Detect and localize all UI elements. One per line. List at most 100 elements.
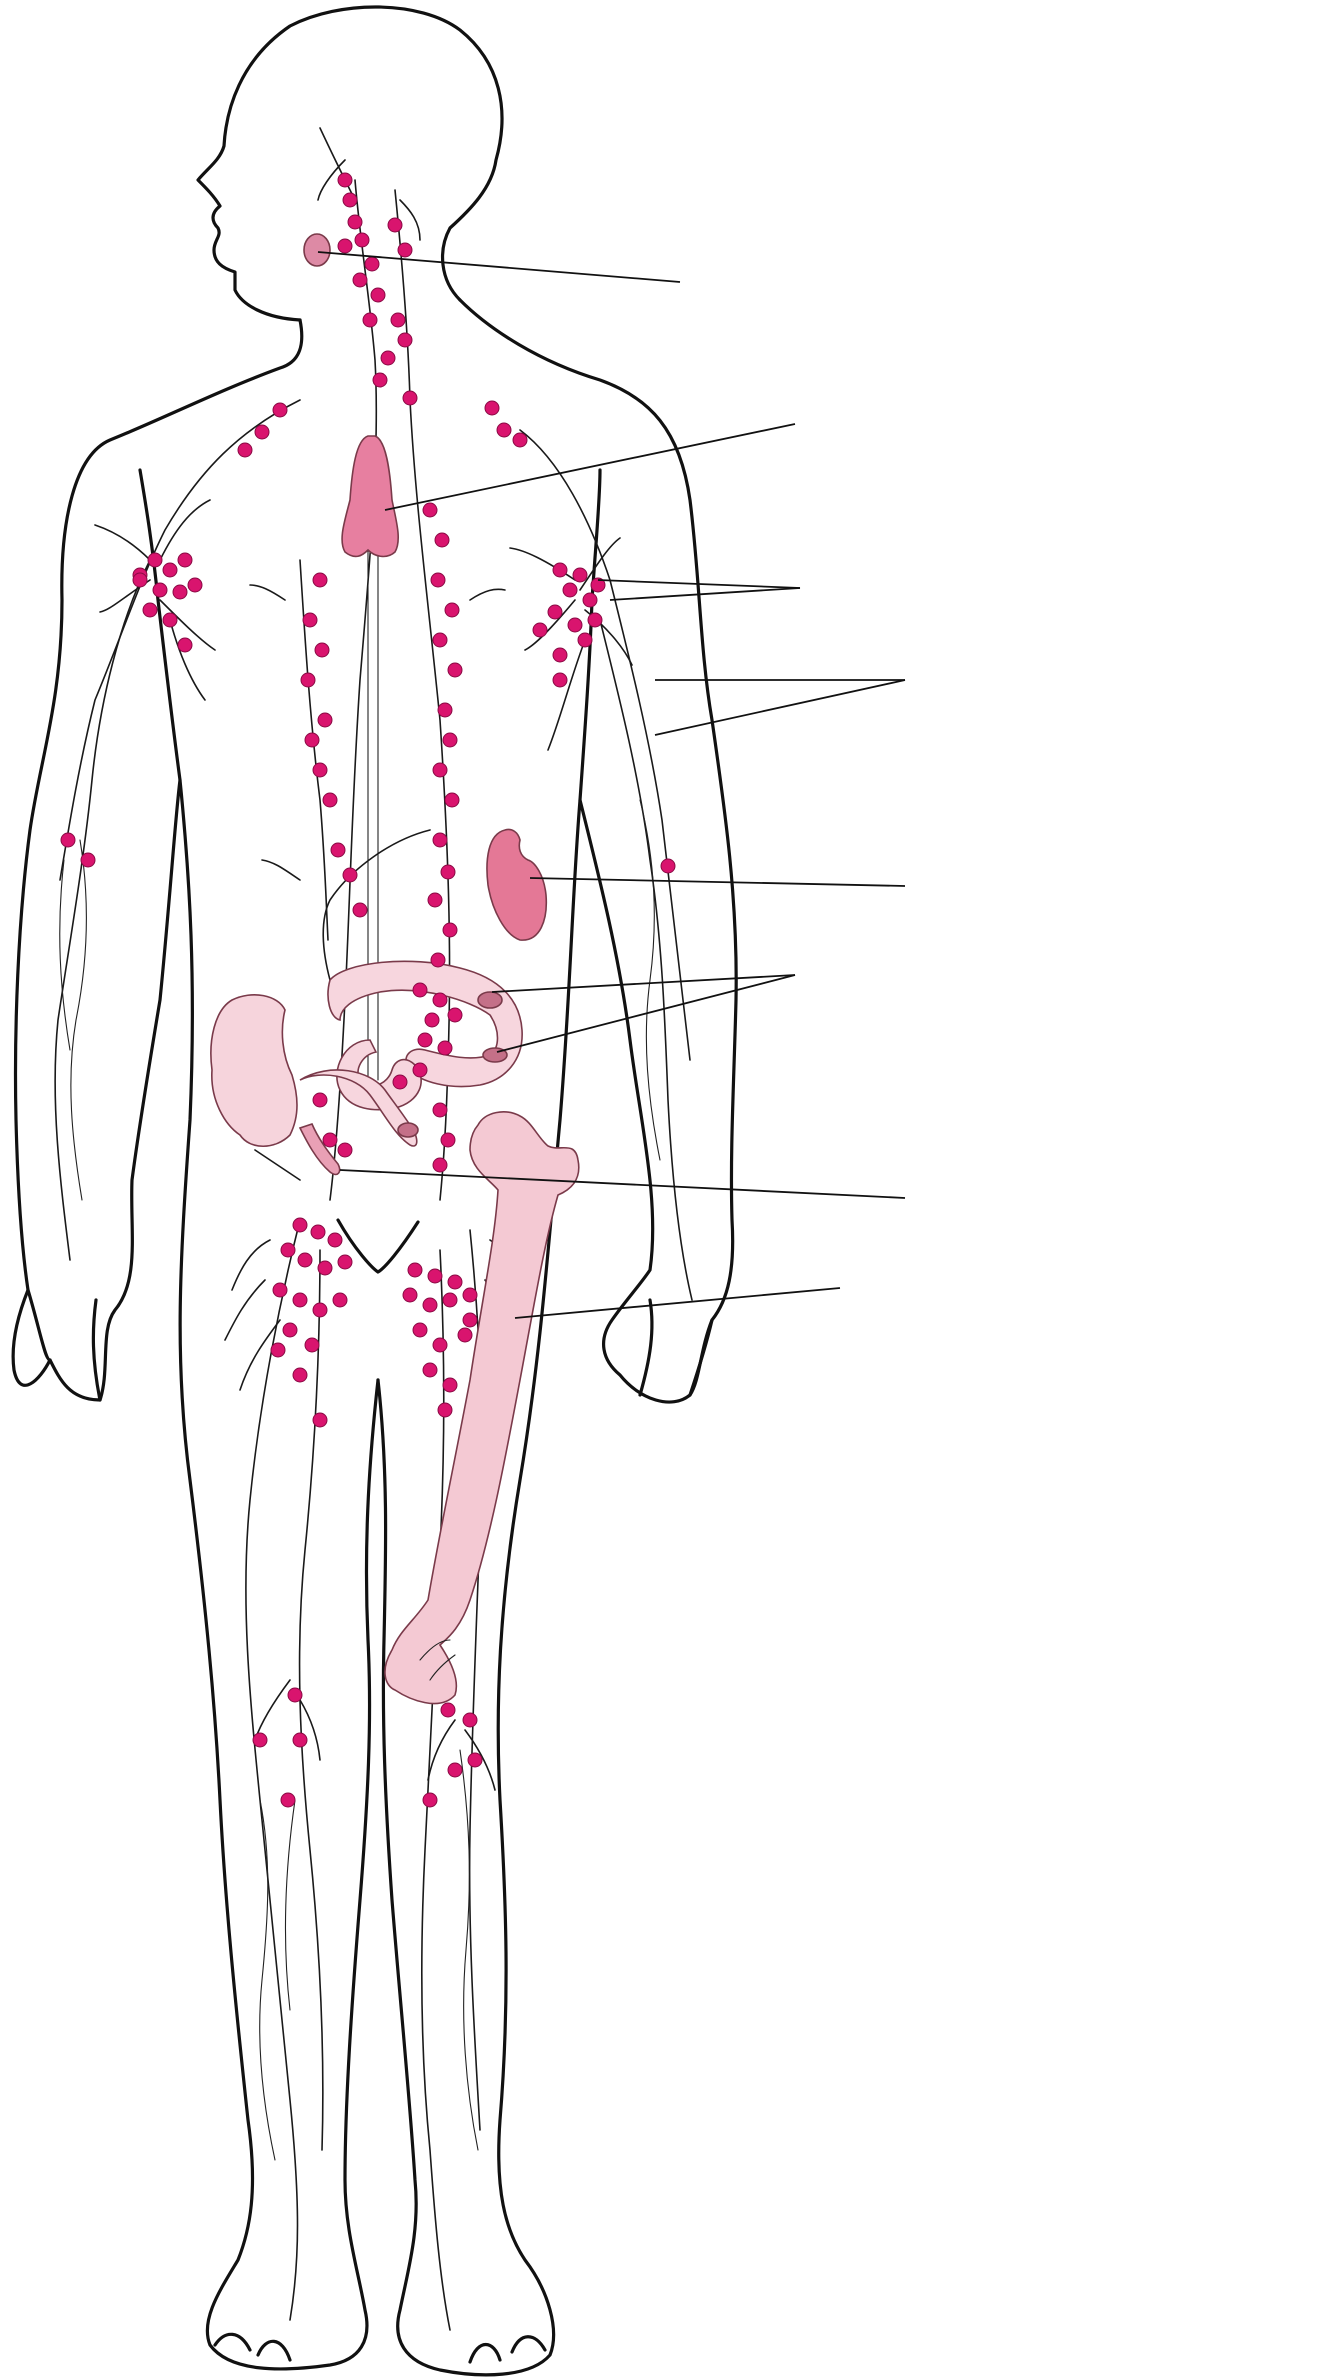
lymph-node xyxy=(330,842,346,858)
lymph-node xyxy=(496,422,512,438)
lymph-node xyxy=(430,952,446,968)
lymph-node xyxy=(362,312,378,328)
lymph-node xyxy=(447,662,463,678)
leader-peyer-a xyxy=(491,974,796,993)
peyer-patch xyxy=(397,1122,419,1138)
lymph-node xyxy=(440,1702,456,1718)
lymph-node xyxy=(422,1792,438,1808)
lymph-node xyxy=(322,792,338,808)
lymph-node xyxy=(590,577,606,593)
leader-axillary-b xyxy=(609,587,801,601)
lymph-node xyxy=(422,502,438,518)
lymph-node xyxy=(292,1217,308,1233)
lymph-node xyxy=(177,552,193,568)
lymph-node xyxy=(422,1362,438,1378)
lymph-node xyxy=(447,1762,463,1778)
leader-lines xyxy=(317,251,906,1319)
cecum-shape xyxy=(210,994,298,1147)
lymph-node xyxy=(312,572,328,588)
lymph-node xyxy=(297,1252,313,1268)
lymph-node xyxy=(327,1232,343,1248)
lymph-node xyxy=(252,1732,268,1748)
leader-appendix xyxy=(339,1169,906,1199)
lymph-node xyxy=(462,1712,478,1728)
tonsil-shape xyxy=(303,233,331,267)
lymph-node xyxy=(572,567,588,583)
lymph-node xyxy=(434,532,450,548)
lymph-node xyxy=(562,582,578,598)
lymph-node xyxy=(432,762,448,778)
lymph-node xyxy=(292,1367,308,1383)
lymph-node xyxy=(444,602,460,618)
lymph-node xyxy=(432,1157,448,1173)
lymph-node xyxy=(417,1032,433,1048)
lymph-node xyxy=(332,1292,348,1308)
lymph-node xyxy=(577,632,593,648)
lymph-node xyxy=(587,612,603,628)
leader-axillary-a xyxy=(597,579,801,589)
lymph-node xyxy=(444,792,460,808)
lymph-node xyxy=(430,572,446,588)
lymph-node xyxy=(660,858,676,874)
lymph-node xyxy=(412,1322,428,1338)
lymph-node xyxy=(354,232,370,248)
lymph-node xyxy=(582,592,598,608)
lymph-node xyxy=(292,1732,308,1748)
lymph-node xyxy=(397,332,413,348)
lymph-node xyxy=(552,647,568,663)
lymph-node xyxy=(352,902,368,918)
lymph-node xyxy=(280,1792,296,1808)
lymph-node xyxy=(272,402,288,418)
lymph-node xyxy=(304,1337,320,1353)
lymph-node xyxy=(337,238,353,254)
lymph-node xyxy=(187,577,203,593)
lymph-node xyxy=(552,672,568,688)
lymph-node xyxy=(237,442,253,458)
lymph-node xyxy=(467,1752,483,1768)
lymph-node xyxy=(364,256,380,272)
lymph-node xyxy=(442,1292,458,1308)
leader-spleen xyxy=(529,877,906,887)
lymph-node xyxy=(457,1327,473,1343)
lymph-node xyxy=(424,1012,440,1028)
lymph-node xyxy=(440,1132,456,1148)
organs xyxy=(210,233,580,1705)
thymus-shape xyxy=(341,435,399,558)
lymph-node xyxy=(272,1282,288,1298)
lymph-node xyxy=(462,1312,478,1328)
lymph-node xyxy=(437,1402,453,1418)
lymph-node xyxy=(312,762,328,778)
lymph-node xyxy=(397,242,413,258)
lymph-node xyxy=(440,864,456,880)
lymph-node xyxy=(337,1254,353,1270)
lymph-node xyxy=(370,287,386,303)
lymph-node xyxy=(442,922,458,938)
lymph-node xyxy=(412,982,428,998)
lymph-node xyxy=(412,1062,428,1078)
lymph-node xyxy=(342,867,358,883)
lymph-node xyxy=(147,552,163,568)
lymph-node xyxy=(422,1297,438,1313)
lymph-node xyxy=(282,1322,298,1338)
lymph-node xyxy=(372,372,388,388)
lymph-node xyxy=(310,1224,326,1240)
lymph-node xyxy=(402,1287,418,1303)
lymph-node xyxy=(292,1292,308,1308)
lymph-node xyxy=(317,1260,333,1276)
lymph-node xyxy=(347,214,363,230)
lymph-node xyxy=(392,1074,408,1090)
lymph-node xyxy=(337,1142,353,1158)
lymph-node xyxy=(270,1342,286,1358)
lymph-node xyxy=(132,572,148,588)
lymph-node xyxy=(547,604,563,620)
lymph-node xyxy=(402,390,418,406)
femur-shape xyxy=(384,1111,580,1705)
lymph-node xyxy=(342,192,358,208)
leader-bone-marrow xyxy=(514,1287,841,1319)
lymph-node xyxy=(387,217,403,233)
lymph-node xyxy=(337,172,353,188)
lymph-node xyxy=(462,1287,478,1303)
lymph-nodes xyxy=(60,172,676,1808)
lymph-node xyxy=(280,1242,296,1258)
